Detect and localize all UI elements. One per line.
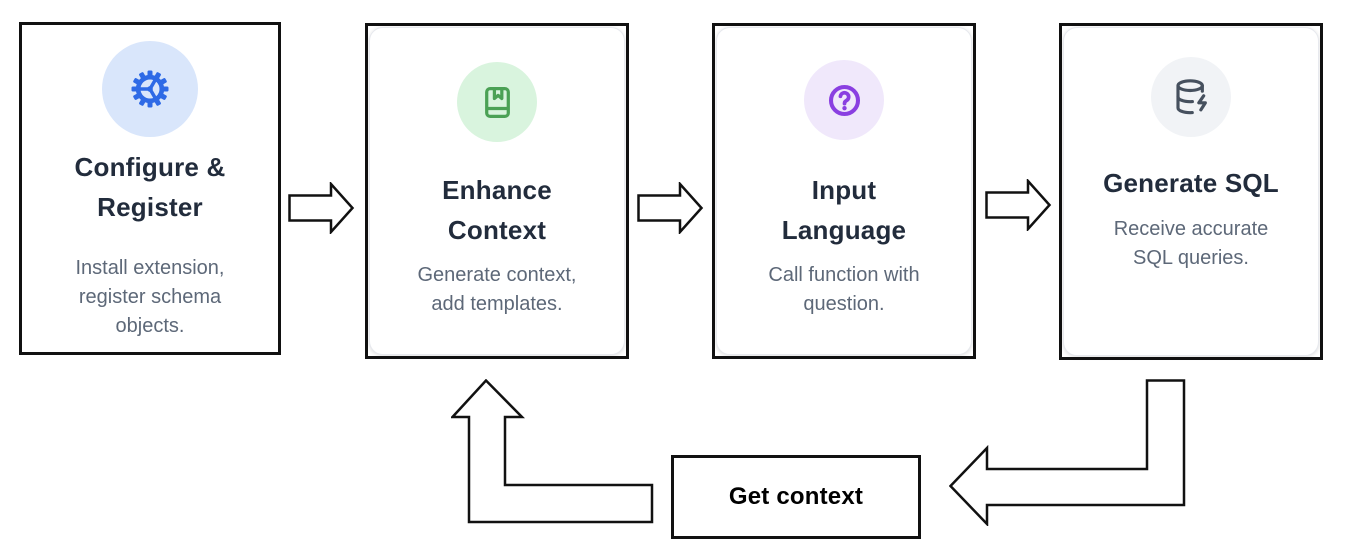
- question-icon: [828, 84, 860, 116]
- gear-icon-circle: [102, 41, 198, 137]
- arrow-right-icon: [637, 182, 704, 234]
- card-title: Input Language: [782, 170, 906, 250]
- card-title-line: Input: [811, 175, 877, 205]
- card-title-line: Configure &: [74, 152, 226, 182]
- database-icon-circle: [1151, 57, 1231, 137]
- card-title: Generate SQL: [1103, 163, 1279, 203]
- card-generate-sql: Generate SQL Receive accurate SQL querie…: [1059, 23, 1323, 360]
- card-configure-register: Configure & Register Install extension, …: [19, 22, 281, 355]
- card-description-line: question.: [803, 293, 885, 315]
- database-zap-icon: [1176, 79, 1207, 115]
- card-description: Generate context, add templates.: [418, 261, 577, 319]
- card-description-line: Receive accurate: [1113, 218, 1269, 240]
- card-title-line: Generate SQL: [1103, 168, 1279, 198]
- card-description-line: Call function with: [768, 264, 920, 286]
- card-description-line: Generate context,: [417, 264, 577, 286]
- book-icon: [484, 86, 510, 118]
- card-title: Configure & Register: [75, 147, 226, 227]
- card-description-line: Install extension,: [75, 257, 225, 279]
- arrow-right-icon: [985, 179, 1052, 231]
- card-description: Install extension, register schema objec…: [76, 254, 225, 341]
- question-icon-circle: [804, 60, 884, 140]
- card-input-language: Input Language Call function with questi…: [712, 23, 976, 359]
- card-description: Receive accurate SQL queries.: [1114, 215, 1269, 273]
- elbow-arrow-left-icon: [949, 379, 1186, 526]
- card-title: Enhance Context: [442, 170, 552, 250]
- elbow-arrow-up-icon: [451, 379, 654, 524]
- get-context-label: Get context: [728, 483, 864, 510]
- card-description-line: objects.: [115, 315, 185, 337]
- card-title-line: Context: [447, 215, 547, 245]
- card-description-line: add templates.: [431, 293, 563, 315]
- card-enhance-context: Enhance Context Generate context, add te…: [365, 23, 629, 359]
- card-title-line: Language: [781, 215, 907, 245]
- get-context-box: Get context: [671, 455, 921, 539]
- card-title-line: Register: [97, 192, 203, 222]
- card-title-line: Enhance: [442, 175, 552, 205]
- card-description-line: SQL queries.: [1133, 247, 1249, 269]
- arrow-right-icon: [288, 182, 355, 234]
- book-icon-circle: [457, 62, 537, 142]
- card-description: Call function with question.: [768, 261, 919, 319]
- gear-icon: [131, 70, 169, 108]
- card-description-line: register schema: [78, 286, 222, 308]
